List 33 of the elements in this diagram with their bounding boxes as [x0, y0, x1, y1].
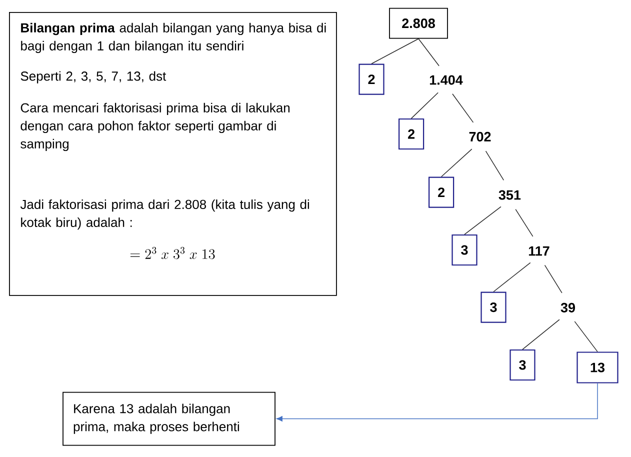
paragraph: Bilangan prima adalah bilangan yang hanya bisa di bagi dengan 1 dan bilangan itu sendiri: [21, 22, 326, 54]
formula: $= 2^{3}\ x\ 3^{3}\ x\ 13$: [130, 246, 215, 260]
paragraph: Jadi faktorisasi prima dari 2.808 (kita tulis yang di kotak biru) adalah :: [20, 200, 309, 230]
branch-line: [522, 319, 560, 350]
branch-line: [574, 321, 598, 352]
text-box: [9, 12, 337, 296]
number-box: 2.808: [389, 8, 448, 39]
branch-line: [464, 206, 502, 235]
branch-line: [493, 262, 531, 292]
factor-box: 3: [452, 234, 478, 266]
factor-box: 2: [428, 176, 454, 208]
arrow: [276, 382, 598, 422]
paragraph: Seperti 2, 3, 5, 7, 13, dst: [20, 71, 166, 84]
branch-line: [440, 148, 472, 178]
branch-line: [371, 38, 419, 64]
number-label: 117: [528, 246, 550, 256]
note-box: Karena 13 adalah bilangan prima, maka proses berhenti: [62, 392, 276, 446]
branch-line: [452, 94, 474, 123]
factor-box: 13: [576, 352, 618, 384]
factor-box: 2: [358, 64, 384, 95]
branch-line: [544, 264, 562, 294]
branch-line: [410, 92, 438, 119]
number-label: 702: [469, 132, 491, 142]
factor-box: 2: [398, 118, 424, 150]
paragraph: Cara mencari faktorisasi prima bisa di lakukan dengan cara pohon faktor seperti gambar di samping: [20, 102, 290, 151]
factor-box: 3: [510, 349, 536, 381]
branch-line: [485, 150, 504, 181]
number-label: 1.404: [430, 75, 463, 85]
branch-line: [515, 208, 534, 237]
number-label: 39: [560, 302, 575, 312]
factor-box: 3: [480, 292, 506, 323]
branch-line: [418, 38, 440, 66]
number-label: 351: [498, 190, 521, 200]
